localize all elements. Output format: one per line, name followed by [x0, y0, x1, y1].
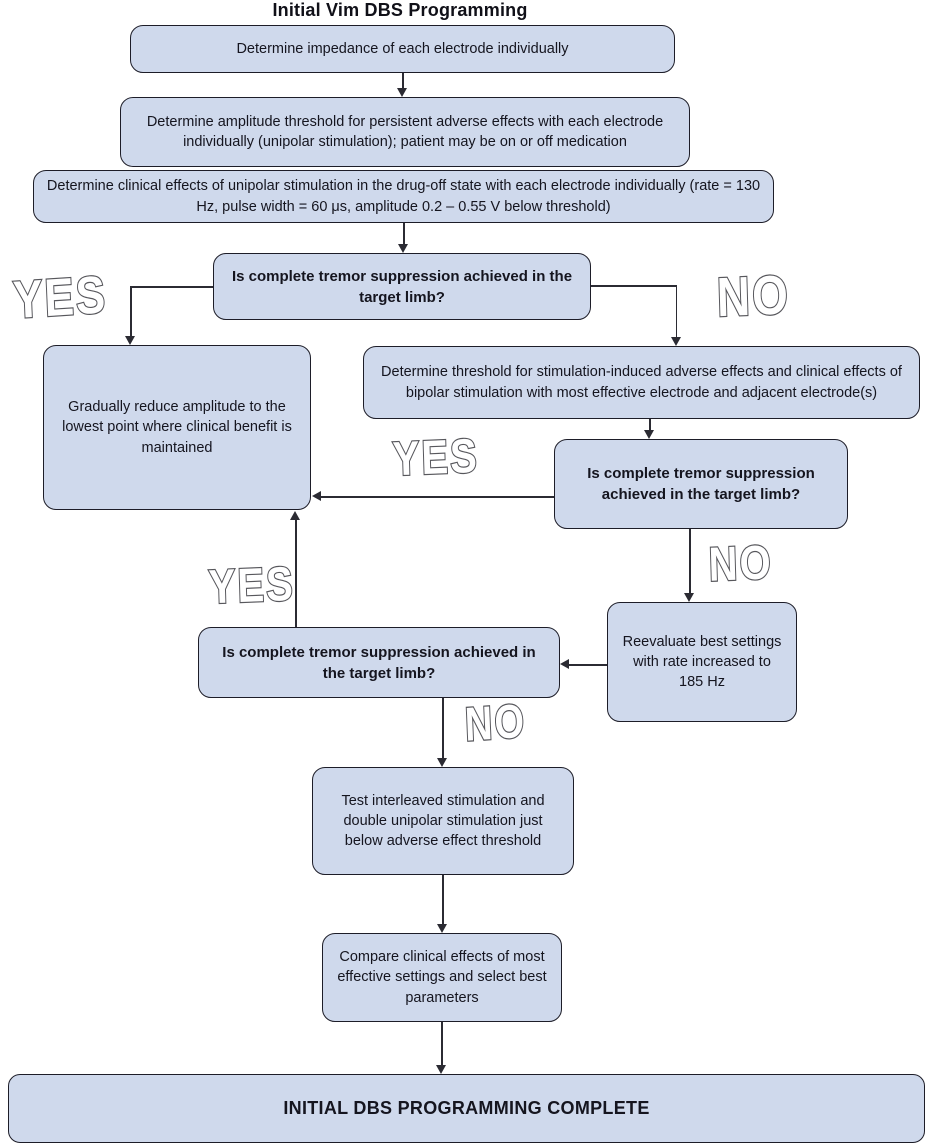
arrowhead-interleaved-to-compare [437, 924, 447, 933]
arrowhead-compare-to-complete [436, 1065, 446, 1074]
node-complete: INITIAL DBS PROGRAMMING COMPLETE [8, 1074, 925, 1143]
node-decision-2: Is complete tremor suppression achieved … [554, 439, 848, 529]
node-amplitude-threshold: Determine amplitude threshold for persis… [120, 97, 690, 167]
arrowhead-decision1-yes [125, 336, 135, 345]
flowchart-title: Initial Vim DBS Programming [272, 0, 528, 20]
arrowhead-decision2-no [684, 593, 694, 602]
arrowhead-reevaluate-to-decision3 [560, 659, 569, 669]
arrow-decision2-yes [320, 496, 554, 498]
node-compare: Compare clinical effects of most effecti… [322, 933, 562, 1022]
arrow-interleaved-to-compare [442, 875, 444, 925]
arrow-clinical-to-decision1 [403, 223, 405, 245]
arrow-decision2-no [689, 529, 691, 595]
node-impedance: Determine impedance of each electrode in… [130, 25, 675, 73]
arrow-decision1-yes-vertical [130, 286, 132, 337]
arrow-reevaluate-to-decision3 [568, 664, 607, 666]
node-bipolar: Determine threshold for stimulation-indu… [363, 346, 920, 419]
node-reevaluate: Reevaluate best settings with rate incre… [607, 602, 797, 722]
label-yes-2: YES [391, 429, 481, 488]
arrow-decision3-no [442, 698, 444, 759]
label-yes-3: YES [207, 557, 297, 616]
arrowhead-impedance-to-amplitude [397, 88, 407, 97]
node-decision-3: Is complete tremor suppression achieved … [198, 627, 560, 698]
arrow-compare-to-complete [441, 1022, 443, 1066]
arrow-decision1-no-horizontal [591, 285, 677, 287]
node-decision-1: Is complete tremor suppression achieved … [213, 253, 591, 320]
node-clinical-effects: Determine clinical effects of unipolar s… [33, 170, 774, 223]
arrowhead-clinical-to-decision1 [398, 244, 408, 253]
arrowhead-decision2-yes [312, 491, 321, 501]
arrowhead-decision1-no [671, 337, 681, 346]
arrow-decision3-yes [295, 519, 297, 627]
node-interleaved: Test interleaved stimulation and double … [312, 767, 574, 875]
arrow-impedance-to-amplitude [402, 73, 404, 90]
label-no-3: NO [463, 694, 528, 753]
label-no-1: NO [715, 262, 792, 330]
arrowhead-decision3-no [437, 758, 447, 767]
arrow-bipolar-to-decision2 [649, 419, 651, 432]
arrow-decision1-no-vertical [675, 285, 678, 338]
label-no-2: NO [707, 535, 775, 593]
arrow-decision1-yes-horizontal [130, 286, 213, 288]
arrowhead-decision3-yes [290, 511, 300, 520]
arrowhead-bipolar-to-decision2 [644, 430, 654, 439]
label-yes-1: YES [11, 264, 110, 331]
node-reduce-amplitude: Gradually reduce amplitude to the lowest… [43, 345, 311, 510]
